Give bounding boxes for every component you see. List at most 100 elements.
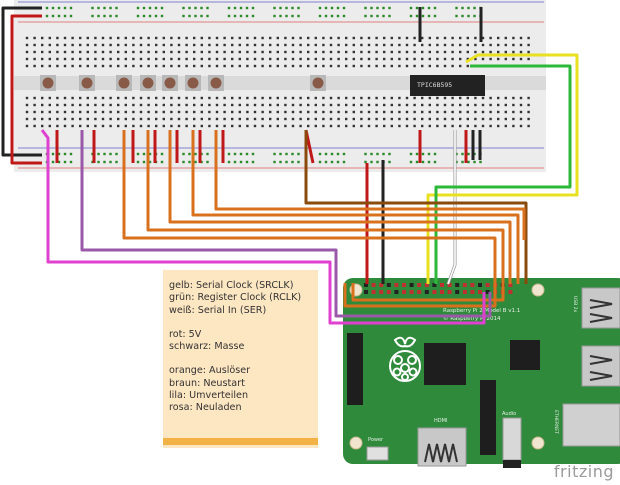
hole xyxy=(170,103,173,107)
hole xyxy=(86,57,89,61)
note-line: orange: Auslöser xyxy=(169,365,251,377)
hole xyxy=(86,110,89,114)
hole xyxy=(459,124,462,128)
hole xyxy=(33,64,36,68)
rail-hole xyxy=(324,160,328,164)
rail-hole xyxy=(382,6,385,10)
hole xyxy=(481,96,485,100)
hole xyxy=(208,64,211,68)
hole xyxy=(269,64,272,68)
hole xyxy=(428,110,431,114)
rail-hole xyxy=(382,14,385,18)
rail-hole xyxy=(109,14,112,18)
rail-hole xyxy=(160,14,164,18)
hole xyxy=(124,64,127,68)
rail-hole xyxy=(330,14,334,18)
hole xyxy=(398,117,401,121)
hole xyxy=(291,110,295,114)
hole xyxy=(428,124,431,128)
hole xyxy=(307,43,310,47)
hole xyxy=(86,124,89,128)
hole xyxy=(459,110,462,114)
hole xyxy=(329,117,333,121)
wire-orange xyxy=(146,130,505,302)
hole xyxy=(124,36,127,40)
hole xyxy=(261,124,264,128)
hole xyxy=(459,57,462,61)
hole xyxy=(466,124,469,128)
gpio-pin xyxy=(455,283,460,287)
hole xyxy=(443,124,447,128)
rail-hole xyxy=(182,152,185,156)
hole xyxy=(375,110,378,114)
hole xyxy=(405,50,409,54)
hole xyxy=(208,96,211,100)
rail-hole xyxy=(103,152,106,156)
hole xyxy=(466,110,469,114)
hole xyxy=(79,50,82,54)
hole xyxy=(223,50,226,54)
hole xyxy=(155,64,158,68)
hole xyxy=(200,103,203,107)
rail-hole xyxy=(427,152,431,156)
hole xyxy=(155,36,158,40)
hole xyxy=(238,64,241,68)
hole xyxy=(117,124,120,128)
hole xyxy=(497,117,500,121)
rail-hole xyxy=(273,152,276,156)
hole xyxy=(383,36,386,40)
rail-hole xyxy=(51,6,55,10)
pushbutton-cap xyxy=(210,77,222,89)
hole xyxy=(208,57,211,61)
rail-hole xyxy=(376,160,379,164)
gpio-pin xyxy=(394,283,399,287)
hole xyxy=(231,43,234,47)
hole xyxy=(481,36,485,40)
hole xyxy=(299,103,302,107)
pi-copyright-label: © Raspberry Pi 2014 xyxy=(443,315,501,322)
hole xyxy=(451,36,454,40)
hole xyxy=(421,36,424,40)
rail-hole xyxy=(200,6,203,10)
ethernet-label: ETHERNET xyxy=(553,410,559,434)
hole xyxy=(261,36,264,40)
hole xyxy=(345,103,348,107)
rail-hole xyxy=(467,160,470,164)
rail-hole xyxy=(239,6,243,10)
hole xyxy=(48,103,51,107)
hole xyxy=(56,110,59,114)
hole xyxy=(383,110,386,114)
hole xyxy=(253,96,257,100)
pushbuttons xyxy=(40,75,326,91)
hole xyxy=(101,96,105,100)
hole xyxy=(193,43,196,47)
hole xyxy=(117,64,120,68)
hole xyxy=(63,110,67,114)
hole xyxy=(436,117,439,121)
hole xyxy=(223,57,226,61)
rail-hole xyxy=(245,14,249,18)
hole xyxy=(41,96,44,100)
rail-hole xyxy=(188,6,191,10)
hole xyxy=(284,36,287,40)
hole xyxy=(481,124,485,128)
rail-hole xyxy=(415,14,419,18)
audio-jack-plug xyxy=(503,460,521,468)
rail-hole xyxy=(427,14,431,18)
hole xyxy=(519,50,523,54)
hole xyxy=(421,117,424,121)
hole xyxy=(314,50,317,54)
hole xyxy=(132,117,135,121)
hole xyxy=(56,124,59,128)
wire-orange xyxy=(214,130,526,240)
wire-white xyxy=(447,130,456,285)
note-line: gelb: Serial Clock (SRCLK) xyxy=(169,280,294,291)
hole xyxy=(94,110,97,114)
rail-hole xyxy=(194,14,197,18)
hole xyxy=(117,110,120,114)
hole xyxy=(86,103,89,107)
hole xyxy=(238,36,241,40)
hole xyxy=(41,110,44,114)
hole xyxy=(367,103,371,107)
hole xyxy=(269,57,272,61)
